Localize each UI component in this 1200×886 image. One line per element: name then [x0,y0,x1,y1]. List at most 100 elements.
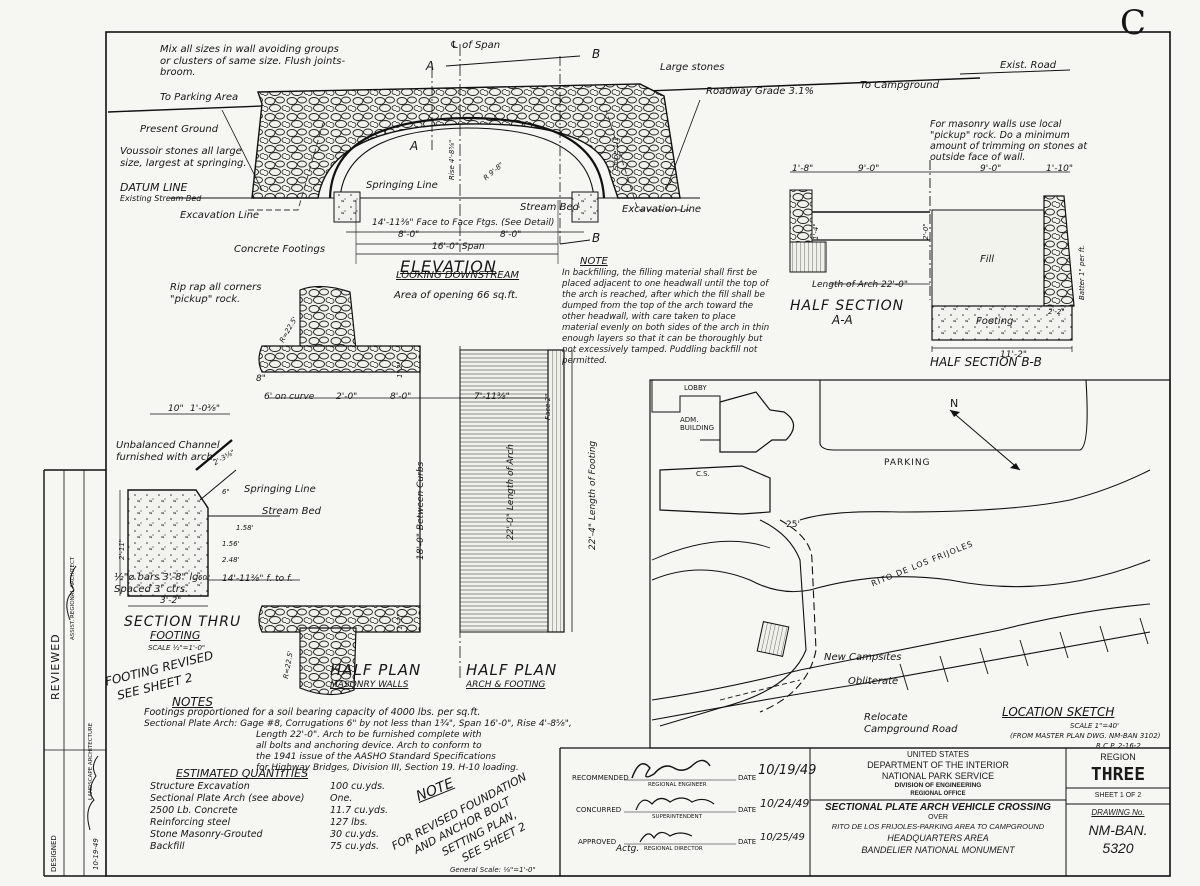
aa-dim-1-8: 1'-8" [792,164,814,174]
plan-face-2: Face 2" [544,393,552,420]
plan-dim-8: 8" [256,374,266,384]
sketch-parking: PARKING [884,458,931,468]
drawing-no-value-2: 5320 [1102,840,1134,856]
ftg-unbalanced-channel: Unbalanced Channel furnished with arch. [116,440,220,463]
bb-dim-1-10: 1'-10" [1046,164,1074,174]
general-scale: General Scale: ⅛"=1'-0" [450,866,536,874]
agency-line-4: DIVISION OF ENGINEERING [894,782,982,789]
bb-fill-label: Fill [980,254,995,265]
sketch-adm-building: ADM. BUILDING [680,416,715,433]
location-sketch-heading: LOCATION SKETCH [1002,705,1115,719]
ftg-dim-1-0: 1'-0⅜" [190,404,221,414]
slope-label: Slope 1:1 [612,137,620,170]
section-thru-footing-heading: SECTION THRU [124,614,242,630]
ftg-dim-14-11: 14'-11⅜" f. to f. [222,574,293,584]
designed-label: DESIGNED [50,835,58,872]
approved-label: APPROVED [578,838,617,846]
qty-row: Structure Excavation [150,781,250,792]
sketch-obliterate: Obliterate [848,676,899,687]
drawing-title-2: OVER [928,814,948,821]
concurred-date-label: DATE [738,806,757,814]
mix-sizes-note: Mix all sizes in wall avoiding groups or… [160,44,346,78]
section-thru-footing-sub: FOOTING [150,629,201,642]
bb-footing-label: Footing [976,316,1014,327]
aa-dim-9-0: 9'-0" [858,164,880,174]
plan-length-of-arch: 22'-0" Length of Arch [506,443,516,540]
ftg-stream-bed: Stream Bed [262,506,321,517]
concurred-role: SUPERINTENDENT [652,814,702,820]
qty-row: Sectional Plate Arch (see above) [150,793,305,804]
ftg-dim-1-56: 1.56' [222,540,240,548]
plan-length-of-footing: 22'-4" Length of Footing [588,440,598,550]
location-sketch-ref: R.C.P. 2-16-2 [1096,742,1141,750]
ftg-dim-2-48: 2.48' [222,556,240,564]
backfill-note-heading: NOTE [580,256,608,267]
ftg-dim-60: 60" [198,574,211,582]
large-stones-label: Large stones [660,62,725,73]
backfill-note-body: In backfilling, the filling material sha… [562,268,770,366]
excavation-line-left: Excavation Line [180,210,260,221]
face-to-face-dim: 14'-11⅜" Face to Face Ftgs. (See Detail) [372,218,555,228]
to-parking-label: To Parking Area [160,92,239,103]
asst-regional-architect: ASSIST. REGIONAL ARCHITECT [70,556,76,640]
drawing-title-5: BANDELIER NATIONAL MONUMENT [861,845,1015,855]
notes-heading: NOTES [172,695,213,709]
landscape-architecture: LANDSCAPE ARCHITECTURE [88,722,94,800]
section-a-marker-lower: A [410,139,419,153]
qty-row: Stone Masonry-Grouted [150,829,263,840]
aa-dim-2-0: 2'-0" [922,223,930,240]
bb-dim-2-2: 2'-2" [1048,308,1065,316]
stream-bed-label: Stream Bed [520,202,579,213]
location-sketch-scale: SCALE 1"=40' [1070,722,1120,730]
region-value: THREE [1090,764,1146,785]
sketch-new-campsites: New Campsites [824,652,902,663]
sheet-number: SHEET 1 OF 2 [1094,792,1142,799]
drawing-no-label: DRAWING No. [1091,808,1145,817]
datum-line-label: DATUM LINE [120,181,188,194]
half-plan-arch-sub: ARCH & FOOTING [466,680,546,690]
half-plan-masonry-sub: MASONRY WALLS [330,680,409,690]
reviewed-label: REVIEWED [49,633,62,700]
agency-line-5: REGIONAL OFFICE [910,791,966,797]
notes-line-2: Sectional Plate Arch: Gage #8, Corrugati… [144,719,572,729]
elevation-subheading: LOOKING DOWNSTREAM [396,270,520,281]
springing-line-label: Springing Line [366,180,438,191]
plan-between-curbs: 18'-0" Between Curbs [416,461,426,560]
sketch-relocate: Relocate Campground Road [864,712,958,735]
sheet-corner-mark: C [1120,3,1147,43]
agency-line-2: DEPARTMENT OF THE INTERIOR [867,760,1009,770]
ftg-dim-10: 10" [168,404,184,414]
qty-value: One. [330,793,353,804]
approved-date: 10/25/49 [760,832,805,843]
aa-length-of-arch: Length of Arch 22'-0" [812,280,909,290]
center-span-label: ℄ of Span [450,40,501,51]
ftg-dim-2-11: 2'-11" [118,538,126,560]
existing-stream-bed-label: Existing Stream Bed [120,194,202,203]
qty-row: 2500 Lb. Concrete [150,805,238,816]
to-campground-label: To Campground [860,80,939,91]
qty-row: Backfill [150,841,185,852]
plan-on-curve: 6' on curve [264,392,315,402]
concurred-date: 10/24/49 [760,797,810,810]
plan-dim-8-0: 8'-0" [390,392,412,402]
concrete-footings-label: Concrete Footings [234,244,326,255]
dim-8-left: 8'-0" [398,230,420,240]
drawing-title-4: HEADQUARTERS AREA [887,833,989,843]
half-plan-masonry-heading: HALF PLAN [330,661,422,679]
half-section-aa-heading: HALF SECTION [790,298,905,314]
designed-date: 10-19-49 [92,838,100,870]
notes-line-4: all bolts and anchoring device. Arch to … [256,741,482,751]
sketch-cs: C.S. [696,470,710,478]
riprap-note: Rip rap all corners "pickup" rock. [170,282,262,305]
span-dim: 16'-0" Span [432,242,485,252]
qty-value: 30 cu.yds. [330,829,379,840]
bb-batter-label: Batter 1" per ft. [1078,244,1086,300]
ftg-springing-line: Springing Line [244,484,316,495]
plan-dim-1-2-b: 1'-2" [396,613,404,630]
approved-role: REGIONAL DIRECTOR [644,846,703,852]
sketch-road-width: 25' [786,520,800,530]
section-b-marker: B [592,47,601,61]
bb-dim-9-0: 9'-0" [980,164,1002,174]
